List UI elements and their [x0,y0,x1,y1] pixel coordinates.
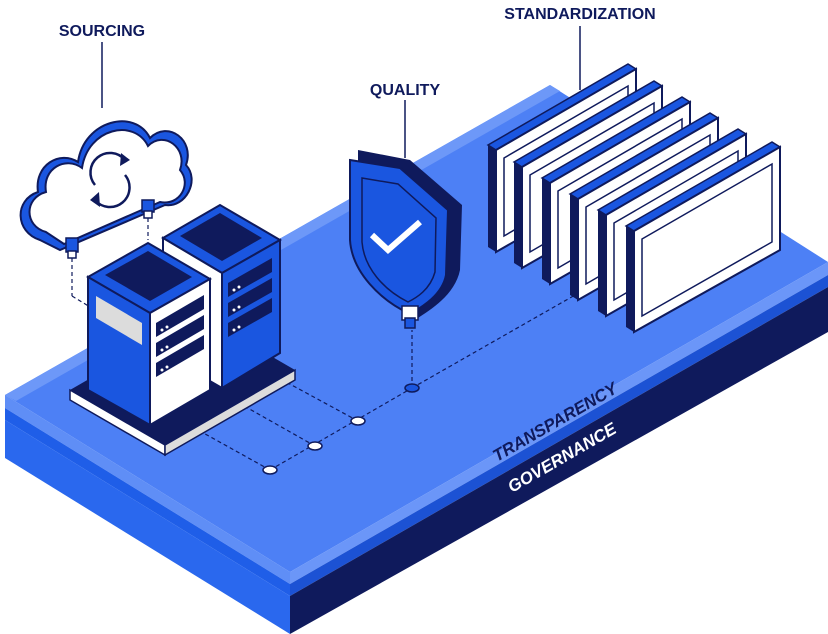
connector-nodes [262,383,420,475]
quality-label: QUALITY [370,82,441,99]
server-rack-icon [69,203,296,457]
cloud-sync-icon [19,120,193,259]
sourcing-label: SOURCING [59,23,145,40]
monitor-panel-icon [486,26,782,334]
shield-check-icon [349,100,462,329]
standardization-label: STANDARDIZATION [504,6,655,23]
monitor-panel-6 [624,141,782,334]
